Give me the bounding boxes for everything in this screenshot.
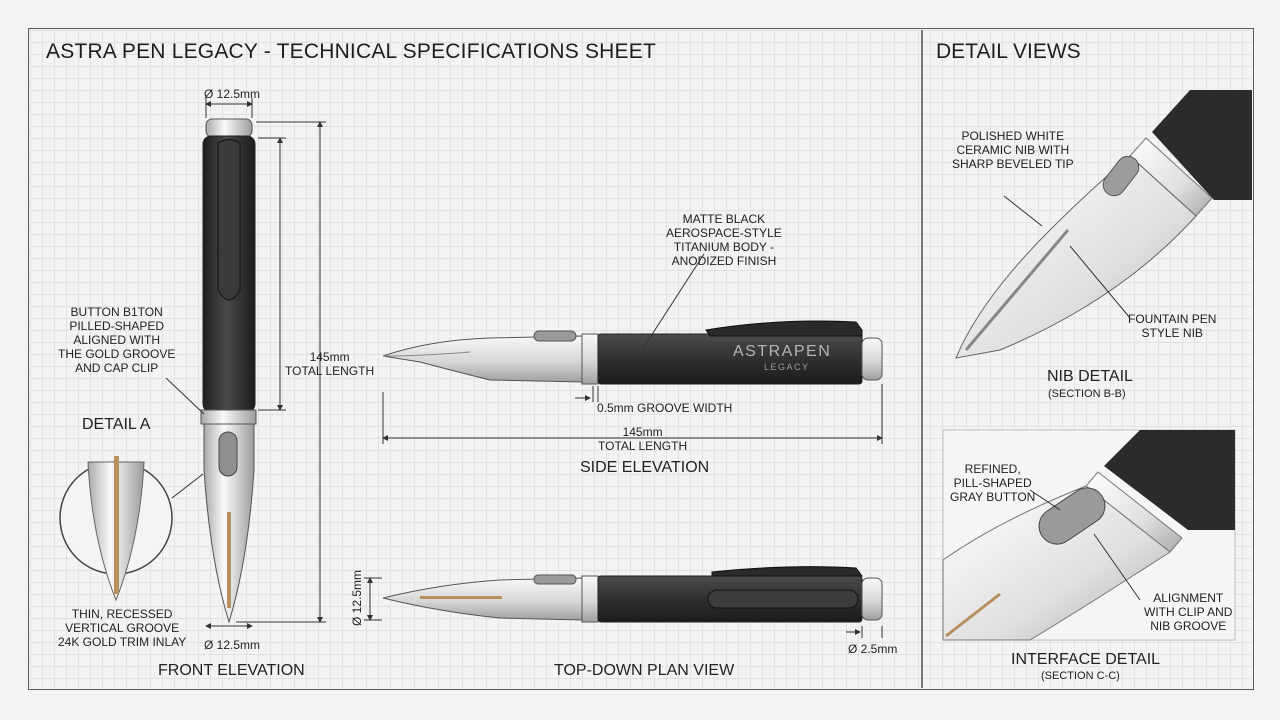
top-down-pen: [382, 566, 883, 623]
interface-detail-drawing: [942, 429, 1236, 641]
detail-a-label: DETAIL A: [82, 416, 151, 433]
detail-views-title: DETAIL VIEWS: [936, 40, 1081, 63]
groove-width-label: 0.5mm GROOVE WIDTH: [597, 401, 733, 415]
top-dia-label: Ø 12.5mm: [350, 569, 365, 627]
brand-mark: ASTRAPEN: [733, 343, 832, 360]
side-dimensions: [382, 253, 883, 444]
side-elevation-pen: [382, 320, 883, 385]
front-dia-bottom: Ø 12.5mm: [204, 638, 261, 652]
nib-section-label: (SECTION B-B): [1048, 388, 1126, 400]
detail-divider: [921, 30, 923, 688]
nib-detail-label: NIB DETAIL: [1047, 368, 1133, 385]
nib-callout-right: FOUNTAIN PEN STYLE NIB: [1128, 312, 1217, 340]
interface-section-label: (SECTION C-C): [1041, 670, 1120, 682]
top-dimensions: [364, 577, 883, 638]
nib-callout-top: POLISHED WHITE CERAMIC NIB WITH SHARP BE…: [952, 129, 1074, 171]
nib-detail-drawing: [955, 90, 1252, 359]
front-dia-top: Ø 12.5mm: [204, 87, 261, 101]
front-elevation-pen: [200, 118, 257, 624]
top-view-label: TOP-DOWN PLAN VIEW: [554, 662, 735, 679]
front-elevation-label: FRONT ELEVATION: [158, 662, 305, 679]
interface-detail-label: INTERFACE DETAIL: [1011, 651, 1161, 668]
groove-callout: THIN, RECESSED VERTICAL GROOVE 24K GOLD …: [58, 607, 187, 649]
body-callout: MATTE BLACK AEROSPACE-STYLE TITANIUM BOD…: [666, 212, 782, 268]
top-dia-small-label: Ø 2.5mm: [848, 642, 898, 656]
gold-groove-front: [227, 512, 231, 608]
interface-button-callout: REFINED, PILL-SHAPED GRAY BUTTON: [950, 462, 1036, 504]
front-dimensions: [165, 98, 326, 629]
button-callout: BUTTON B1TON PILLED-SHAPED ALIGNED WITH …: [58, 305, 176, 375]
brand-sub: LEGACY: [764, 362, 810, 372]
detail-a-circle: [59, 456, 204, 602]
interface-align-callout: ALIGNMENT WITH CLIP AND NIB GROOVE: [1144, 591, 1233, 633]
side-elevation-label: SIDE ELEVATION: [580, 459, 710, 476]
sheet-title: ASTRA PEN LEGACY - TECHNICAL SPECIFICATI…: [46, 40, 656, 63]
